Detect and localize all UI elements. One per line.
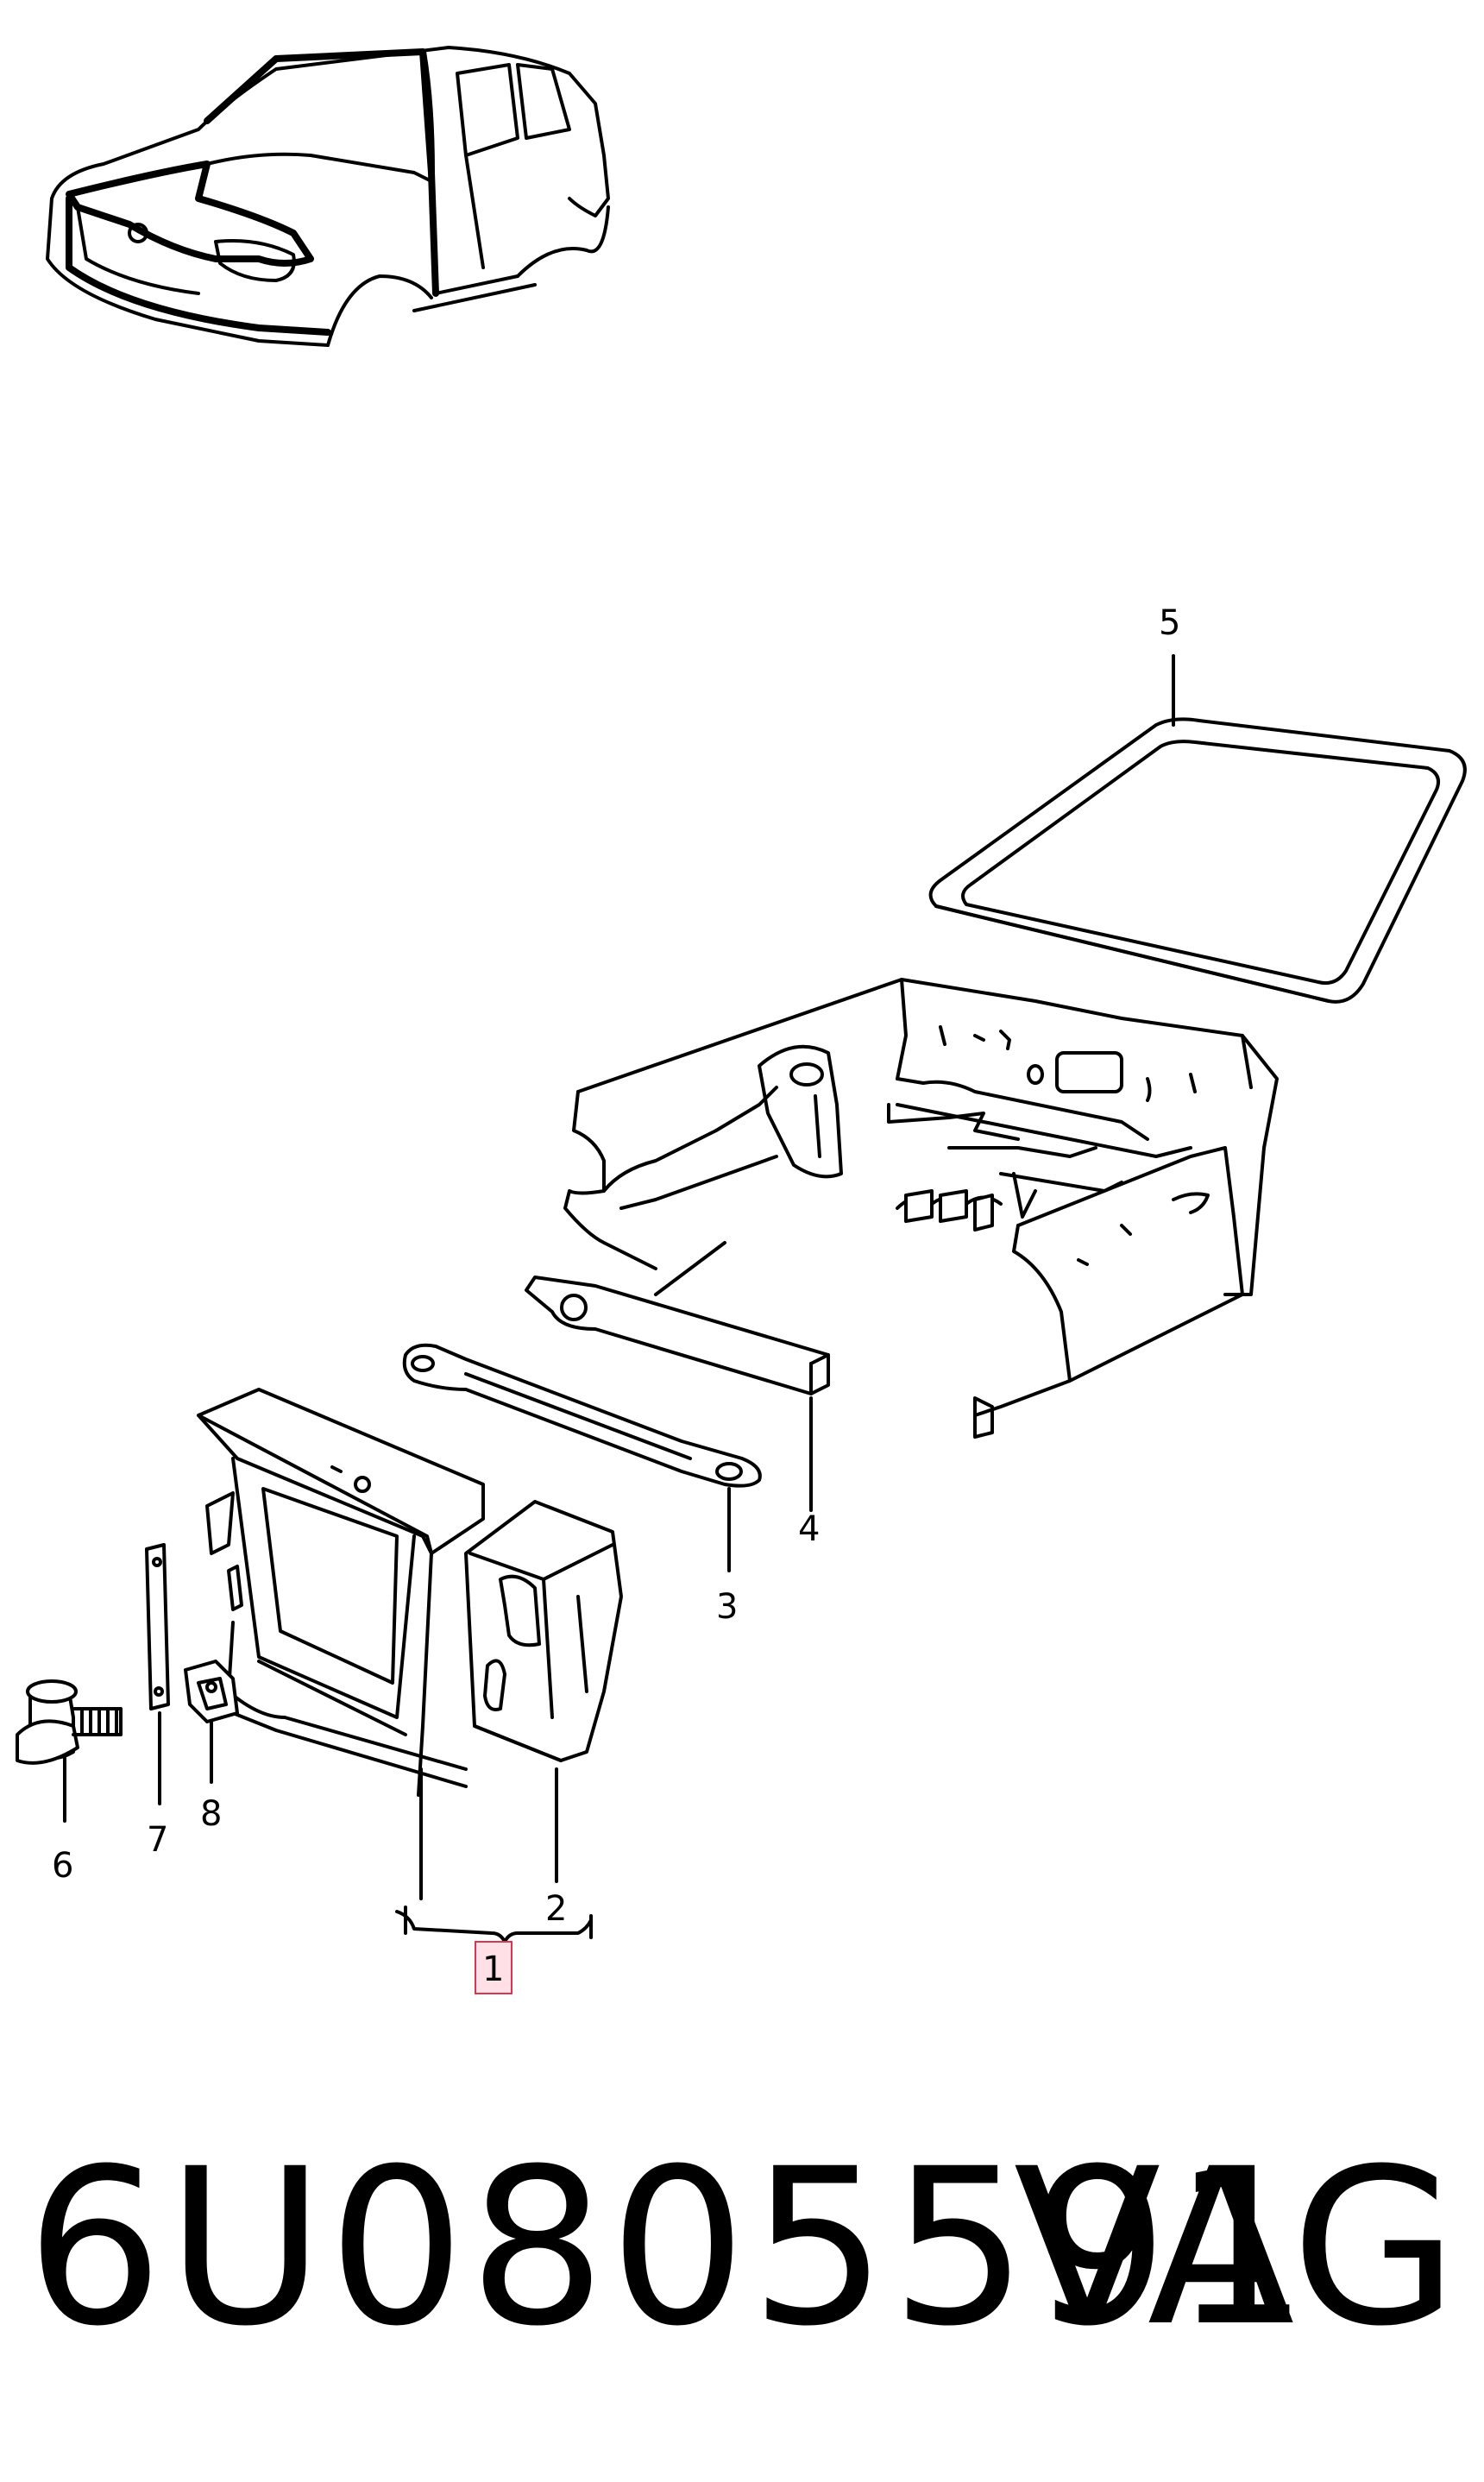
callout-8: 8: [200, 1794, 222, 1834]
callout-1-highlight: [475, 1941, 512, 1994]
part-8-clip-nut: [184, 1660, 239, 1784]
brand-name: VAG: [1013, 2122, 1458, 2373]
callout-4: 4: [798, 1509, 820, 1549]
callout-6: 6: [52, 1846, 73, 1886]
part-6-bolt: [16, 1679, 123, 1823]
part-2-headlight-panel: [464, 1500, 623, 1883]
part-number: 6U0805591: [26, 2122, 1313, 2373]
part-1-front-panel: [197, 1388, 485, 1797]
part-5-windscreen-seal: [928, 654, 1467, 1004]
part-3-tie-bar: [402, 1343, 762, 1572]
callout-7: 7: [147, 1820, 168, 1860]
car-overview-sketch: [46, 46, 610, 347]
callout-3: 3: [716, 1587, 738, 1627]
part-4-crossmember: [525, 1241, 830, 1512]
callout-5: 5: [1159, 603, 1180, 643]
part-7-strap: [145, 1543, 170, 1805]
callout-labels: 5 4 3 2 1 6 7 8: [52, 603, 1180, 1994]
callout-1: 1: [482, 1950, 504, 1989]
callout-2: 2: [545, 1889, 567, 1929]
body-shell-assembly: [563, 978, 1279, 1439]
